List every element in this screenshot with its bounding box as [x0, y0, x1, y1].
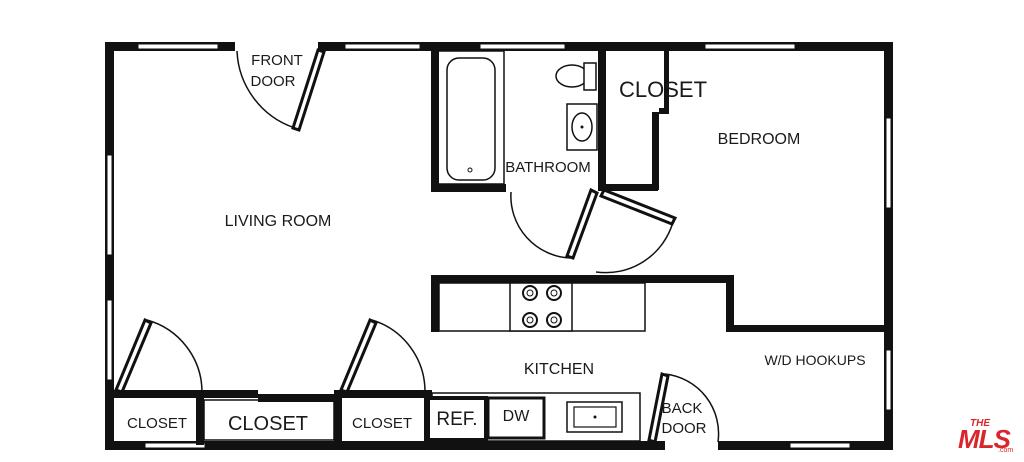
- bedroom-door-swing: [595, 188, 678, 274]
- mls-logo: THE MLS .com: [958, 418, 1013, 454]
- closet-1-label: CLOSET: [127, 415, 187, 432]
- back-door-label-line1: BACK: [662, 400, 703, 417]
- mls-logo-suffix: .com: [998, 447, 1013, 454]
- back-door-label-line2: DOOR: [662, 420, 707, 437]
- refrigerator-icon: [426, 396, 488, 442]
- dishwasher-label: DW: [503, 408, 531, 425]
- closet-1-door-swing: [113, 317, 203, 394]
- front-door-swing: [236, 48, 326, 132]
- bathtub-icon: [446, 57, 496, 181]
- closet-3-label: CLOSET: [352, 415, 412, 432]
- bedroom-closet-label: CLOSET: [619, 77, 707, 102]
- mls-logo-main: MLS: [958, 424, 1012, 454]
- kitchen-walls: [431, 275, 893, 332]
- stove-icon: [509, 282, 573, 332]
- back-door-swing: [647, 372, 720, 444]
- bathroom-door-swing: [510, 187, 599, 260]
- toilet-icon: [555, 62, 597, 91]
- exterior-walls: [105, 42, 893, 450]
- kitchen-label: KITCHEN: [524, 361, 594, 378]
- bedroom-label: BEDROOM: [718, 131, 801, 148]
- bedroom-closet-walls: [598, 51, 669, 191]
- mls-logo-top: THE: [970, 418, 990, 429]
- dishwasher-icon: [486, 396, 546, 440]
- refrigerator-label: REF.: [436, 409, 477, 430]
- bathroom-sink-icon: [566, 103, 598, 151]
- bathroom-label: BATHROOM: [505, 159, 591, 176]
- front-door-label-line2: DOOR: [251, 73, 296, 90]
- closet-2-door-swing: [338, 317, 426, 394]
- kitchen-sink-icon: [566, 401, 623, 433]
- wd-hookups-label: W/D HOOKUPS: [764, 352, 865, 368]
- closet-2-label: CLOSET: [228, 413, 308, 435]
- front-door-label-line1: FRONT: [251, 52, 303, 69]
- windows: [106, 43, 892, 449]
- bathroom-walls: [431, 42, 606, 192]
- living-room-label: LIVING ROOM: [225, 213, 332, 230]
